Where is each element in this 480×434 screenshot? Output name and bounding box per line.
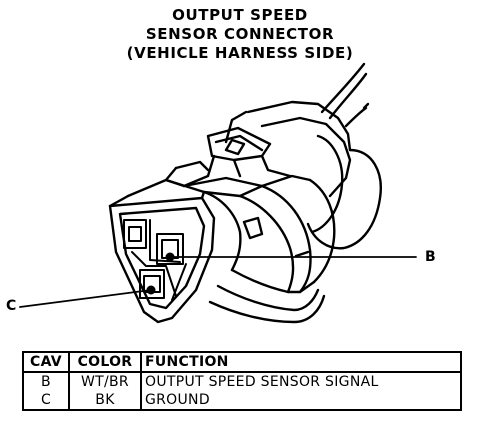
cell-color: BK (68, 391, 142, 411)
callout-label-c: C (6, 298, 17, 314)
connector-rear-body (224, 100, 382, 250)
cell-cav: C (22, 391, 70, 411)
header-color: COLOR (68, 351, 142, 373)
callout-label-b: B (425, 249, 436, 265)
connector-face (108, 190, 216, 324)
cavity-b (156, 233, 184, 265)
table-row: C BK GROUND (22, 391, 462, 411)
table-row: B WT/BR OUTPUT SPEED SENSOR SIGNAL (22, 372, 462, 391)
header-cav: CAV (22, 351, 70, 373)
cell-function: OUTPUT SPEED SENSOR SIGNAL (140, 372, 462, 391)
connector-shell (126, 174, 336, 324)
cavity-c (139, 269, 165, 299)
harness-wires (320, 62, 370, 128)
cell-function: GROUND (140, 391, 462, 411)
pinout-table: CAV COLOR FUNCTION B WT/BR OUTPUT SPEED … (22, 351, 462, 411)
title-line-1: OUTPUT SPEED (172, 6, 308, 24)
title-line-2: SENSOR CONNECTOR (145, 25, 335, 43)
cavity-a (123, 219, 147, 249)
header-function: FUNCTION (140, 351, 462, 373)
title-line-3: (VEHICLE HARNESS SIDE) (126, 44, 354, 62)
cell-color: WT/BR (68, 372, 142, 391)
table-header-row: CAV COLOR FUNCTION (22, 351, 462, 373)
cell-cav: B (22, 372, 70, 391)
leader-line-c (19, 289, 152, 308)
diagram-title: OUTPUT SPEED SENSOR CONNECTOR (VEHICLE H… (0, 6, 480, 63)
